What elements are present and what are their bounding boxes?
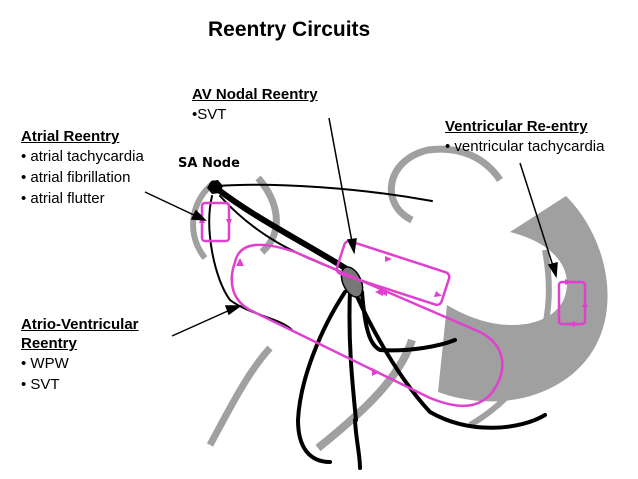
page-title: Reentry Circuits <box>208 18 371 41</box>
internodal-pathway-left <box>208 195 293 331</box>
atrio-ventricular-heading: Reentry <box>21 335 77 352</box>
atrio-ventricular-item: • WPW <box>21 355 69 372</box>
arrow-av-right <box>434 291 442 297</box>
right-purkinje <box>353 418 362 470</box>
septum-wall <box>315 338 416 452</box>
left-atrium-wall <box>387 145 503 224</box>
left-ventricle-band <box>438 196 608 402</box>
pointer-atrio-ventricular <box>171 309 231 337</box>
atrio-ventricular-item: • SVT <box>21 376 60 393</box>
arrow-av-bottom <box>380 290 387 296</box>
arrow-atrial-right <box>226 219 232 226</box>
left-bundle-branch <box>353 290 547 430</box>
atrial-item: • atrial tachycardia <box>21 148 144 165</box>
av-nodal-label: AV Nodal Reentry •SVT <box>192 85 318 125</box>
pointer-atrio-ventricular-head <box>224 305 243 316</box>
sa-node-icon <box>207 180 223 194</box>
atrial-item: • atrial fibrillation <box>21 169 131 186</box>
atrial-reentry-loop <box>200 201 231 243</box>
av-nodal-item: •SVT <box>192 106 227 123</box>
heart-muscle <box>190 145 552 452</box>
arrow-v-bottom <box>568 321 575 327</box>
arrow-avr-bottom <box>372 368 380 376</box>
arrow-avr-top <box>375 288 383 296</box>
his-bundle <box>347 288 358 422</box>
av-nodal-heading: AV Nodal Reentry <box>192 86 318 103</box>
ventricular-item: • ventricular tachycardia <box>445 138 605 155</box>
pointer-av-nodal <box>328 117 353 243</box>
sa-node-label: SA Node <box>178 156 240 171</box>
conduction-system <box>208 183 547 470</box>
right-bundle-branch <box>295 290 347 464</box>
pointer-av-nodal-head <box>346 238 357 255</box>
pointer-atrial-head <box>190 209 207 221</box>
atrio-ventricular-loop <box>230 243 504 408</box>
right-ventricle-wall <box>206 345 273 447</box>
callout-pointers <box>144 117 558 337</box>
ventricular-heading: Ventricular Re-entry <box>445 118 588 135</box>
arrow-v-right <box>582 300 588 307</box>
left-bundle-upper <box>360 290 457 353</box>
atrial-item: • atrial flutter <box>21 190 105 207</box>
arrow-avr-left <box>236 258 244 266</box>
arrow-av-top <box>385 256 392 262</box>
ventricular-label: Ventricular Re-entry • ventricular tachy… <box>445 117 605 157</box>
internodal-pathway-top <box>215 183 433 202</box>
pointer-atrial <box>144 191 197 217</box>
atrio-ventricular-label: Atrio-Ventricular Reentry • WPW • SVT <box>21 315 139 395</box>
internodal-pathway-mid <box>213 185 348 271</box>
atrio-ventricular-heading: Atrio-Ventricular <box>21 316 139 333</box>
av-nodal-reentry-loop <box>335 239 451 307</box>
atrial-heading: Atrial Reentry <box>21 128 120 145</box>
arrow-v-top <box>565 279 572 285</box>
pointer-ventricular-head <box>547 262 558 279</box>
atrial-label: Atrial Reentry • atrial tachycardia • at… <box>21 127 144 209</box>
pointer-ventricular <box>519 162 554 267</box>
